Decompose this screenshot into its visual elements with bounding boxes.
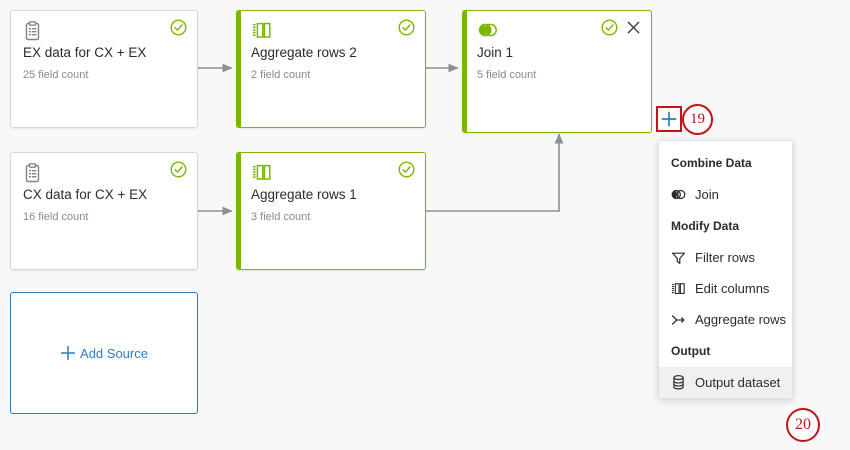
filter-icon: [671, 250, 686, 265]
node-header-actions: [170, 161, 187, 178]
node-header-actions: [601, 19, 641, 36]
close-icon[interactable]: [626, 20, 641, 35]
annotation-badge-label: 20: [795, 416, 811, 433]
check-circle-icon: [601, 19, 618, 36]
node-aggregate-rows-2[interactable]: Aggregate rows 2 2 field count: [236, 10, 426, 128]
node-header: [11, 153, 197, 187]
node-subtitle: 5 field count: [477, 69, 537, 81]
node-header: [467, 11, 651, 45]
node-title: Aggregate rows 2: [251, 45, 357, 60]
add-source-label: Add Source: [80, 345, 148, 361]
menu-item-aggregate-rows[interactable]: Aggregate rows: [659, 304, 792, 335]
node-subtitle: 16 field count: [23, 211, 89, 223]
plus-icon: [661, 111, 677, 127]
annotation-badge-19: 19: [682, 104, 713, 135]
check-circle-icon: [398, 161, 415, 178]
check-circle-icon: [170, 161, 187, 178]
node-subtitle: 2 field count: [251, 69, 311, 81]
node-title: CX data for CX + EX: [23, 187, 148, 202]
menu-item-filter-rows[interactable]: Filter rows: [659, 242, 792, 273]
menu-section-header-combine-data: Combine Data: [671, 156, 752, 170]
database-icon: [671, 375, 686, 390]
annotation-badge-20: 20: [786, 408, 820, 442]
node-ex-data-source[interactable]: EX data for CX + EX 25 field count: [10, 10, 198, 128]
columns-icon: [671, 281, 686, 296]
join-icon: [671, 187, 686, 202]
clipboard-icon: [23, 21, 42, 42]
menu-item-label: Edit columns: [695, 281, 770, 296]
menu-section-header-modify-data: Modify Data: [671, 219, 740, 233]
node-header-actions: [170, 19, 187, 36]
node-subtitle: 25 field count: [23, 69, 89, 81]
node-subtitle: 3 field count: [251, 211, 311, 223]
menu-section-header-output: Output: [671, 344, 711, 358]
annotation-badge-label: 19: [690, 111, 705, 127]
node-aggregate-rows-1[interactable]: Aggregate rows 1 3 field count: [236, 152, 426, 270]
menu-item-edit-columns[interactable]: Edit columns: [659, 273, 792, 304]
node-header: [241, 11, 425, 45]
add-step-button[interactable]: [656, 106, 682, 132]
node-title: EX data for CX + EX: [23, 45, 147, 60]
menu-item-label: Aggregate rows: [695, 312, 787, 327]
node-title: Join 1: [477, 45, 514, 60]
node-header: [241, 153, 425, 187]
plus-icon: [60, 345, 76, 361]
join-icon: [477, 21, 499, 39]
menu-item-label: Join: [695, 187, 719, 202]
aggregate-icon: [671, 312, 686, 327]
menu-item-join[interactable]: Join: [659, 179, 792, 210]
menu-item-label: Filter rows: [695, 250, 755, 265]
node-join-1[interactable]: Join 1 5 field count: [462, 10, 652, 133]
columns-icon: [251, 163, 273, 182]
clipboard-icon: [23, 163, 42, 184]
menu-item-label: Output dataset: [695, 375, 781, 390]
node-cx-data-source[interactable]: CX data for CX + EX 16 field count: [10, 152, 198, 270]
node-title: Aggregate rows 1: [251, 187, 357, 202]
node-header-actions: [398, 19, 415, 36]
columns-icon: [251, 21, 273, 40]
check-circle-icon: [398, 19, 415, 36]
node-header-actions: [398, 161, 415, 178]
node-header: [11, 11, 197, 45]
menu-item-output-dataset[interactable]: Output dataset: [659, 367, 792, 398]
add-step-menu: Combine Data Join Modify Data Filter row…: [658, 140, 793, 399]
check-circle-icon: [170, 19, 187, 36]
add-source-button[interactable]: Add Source: [10, 292, 198, 414]
